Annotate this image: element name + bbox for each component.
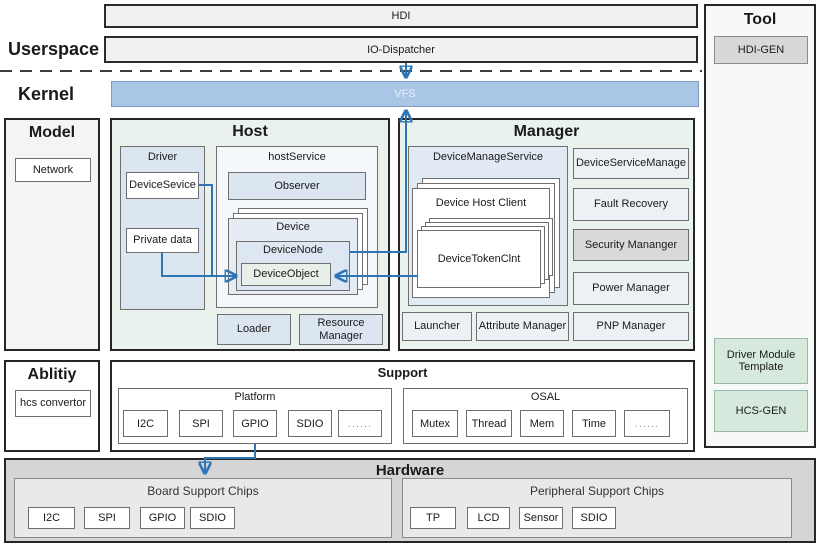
osal-chip-more: ...... xyxy=(624,410,670,437)
hcs-convertor-box: hcs convertor xyxy=(15,390,91,417)
device-node-title: DeviceNode xyxy=(263,244,323,256)
device-token-clnt-card: DeviceTokenClnt xyxy=(417,230,541,288)
model-panel: Model Network xyxy=(4,118,100,351)
platform-chip-more: ...... xyxy=(338,410,382,437)
osal-chip-mem: Mem xyxy=(520,410,564,437)
peripheral-chip-lcd: LCD xyxy=(467,507,510,529)
support-title: Support xyxy=(377,365,428,380)
device-service-manage-box: DeviceServiceManage xyxy=(573,148,689,179)
network-box: Network xyxy=(15,158,91,182)
hostservice-title: hostService xyxy=(268,151,326,163)
userspace-kernel-divider xyxy=(0,70,702,72)
pnp-manager-box: PNP Manager xyxy=(573,312,689,341)
board-chip-i2c: I2C xyxy=(28,507,75,529)
resource-manager-box: Resource Manager xyxy=(299,314,383,345)
model-title: Model xyxy=(28,124,76,141)
ability-title: Ablitiy xyxy=(27,366,77,383)
observer-box: Observer xyxy=(228,172,366,200)
device-object-box: DeviceObject xyxy=(241,263,331,286)
platform-chip-i2c: I2C xyxy=(123,410,168,437)
device-title: Device xyxy=(276,221,310,233)
osal-title: OSAL xyxy=(530,391,561,403)
hardware-title: Hardware xyxy=(375,462,445,479)
device-host-client-title: Device Host Client xyxy=(435,197,527,209)
power-manager-box: Power Manager xyxy=(573,272,689,305)
driver-module-template-box: Driver Module Template xyxy=(714,338,808,384)
tool-title: Tool xyxy=(743,11,777,28)
launcher-box: Launcher xyxy=(402,312,472,341)
fault-recovery-box: Fault Recovery xyxy=(573,188,689,221)
board-chip-gpio: GPIO xyxy=(140,507,185,529)
peripheral-chip-tp: TP xyxy=(410,507,456,529)
hdi-bar: HDI xyxy=(104,4,698,28)
device-manage-service-title: DeviceManageService xyxy=(432,151,544,163)
platform-chip-spi: SPI xyxy=(179,410,223,437)
platform-chip-sdio: SDIO xyxy=(288,410,332,437)
osal-chip-thread: Thread xyxy=(466,410,512,437)
peripheral-chip-sensor: Sensor xyxy=(519,507,563,529)
platform-chip-gpio: GPIO xyxy=(233,410,277,437)
tool-panel: Tool HDI-GEN Driver Module Template HCS-… xyxy=(704,4,816,448)
platform-title: Platform xyxy=(234,391,276,403)
ability-panel: Ablitiy hcs convertor xyxy=(4,360,100,452)
manager-title: Manager xyxy=(513,123,580,140)
io-dispatcher-bar: IO-Dispatcher xyxy=(104,36,698,63)
osal-chip-mutex: Mutex xyxy=(412,410,458,437)
private-data-box: Private data xyxy=(126,228,199,253)
board-support-chips-title: Board Support Chips xyxy=(147,484,259,498)
peripheral-support-chips-title: Peripheral Support Chips xyxy=(529,484,665,498)
vfs-bar: VFS xyxy=(111,81,699,107)
peripheral-chip-sdio: SDIO xyxy=(572,507,616,529)
kernel-label: Kernel xyxy=(18,84,75,104)
attribute-manager-box: Attribute Manager xyxy=(476,312,569,341)
device-sevice-box: DeviceSevice xyxy=(126,172,199,199)
driver-title: Driver xyxy=(147,151,178,163)
hdi-gen-box: HDI-GEN xyxy=(714,36,808,64)
security-mananger-box: Security Mananger xyxy=(573,229,689,261)
userspace-label: Userspace xyxy=(8,39,100,59)
hcs-gen-box: HCS-GEN xyxy=(714,390,808,432)
loader-box: Loader xyxy=(217,314,291,345)
board-chip-sdio: SDIO xyxy=(190,507,235,529)
host-title: Host xyxy=(232,123,268,140)
board-chip-spi: SPI xyxy=(84,507,130,529)
osal-chip-time: Time xyxy=(572,410,616,437)
